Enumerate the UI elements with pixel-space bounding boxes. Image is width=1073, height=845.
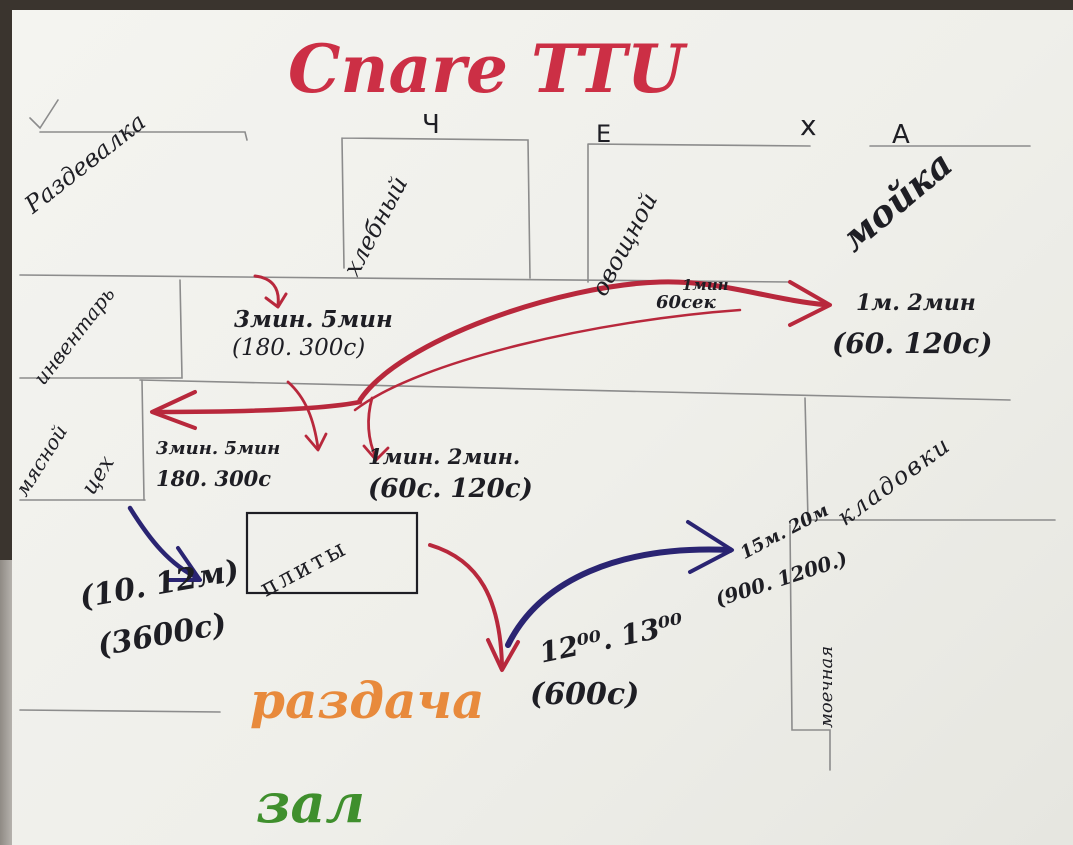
zone-label-a: A <box>892 120 910 150</box>
ovoshnoy-wall <box>587 143 811 283</box>
annotation-3-line1: 1м. 2мин <box>856 290 976 316</box>
arrow-to-tsekh <box>152 399 363 415</box>
arrow-razdacha-to-kladovki <box>505 546 733 648</box>
arrow-to-inventar <box>253 274 280 307</box>
arrow-second-to-moyka <box>353 308 742 412</box>
arrow-down-to-a5 <box>367 396 378 460</box>
annotation-8-line2: (600с) <box>530 677 640 712</box>
arrowhead-a5 <box>362 444 390 462</box>
moechnaya-box <box>789 524 831 771</box>
annotation-1-line1: 3мин. 5мин <box>234 306 393 333</box>
bottom-left-wall <box>19 709 221 713</box>
tsekh-left-wall <box>141 379 145 501</box>
zone-label-x: x <box>800 109 817 142</box>
top-wall-left <box>39 131 248 141</box>
arrowhead-a4 <box>304 432 328 452</box>
annotation-4-line1: 3мин. 5мин <box>156 438 281 459</box>
arrow-main-to-moyka <box>357 279 831 403</box>
annotation-3-line2: (60. 120с) <box>832 327 993 360</box>
annotation-2-line2: 60сек <box>656 292 716 313</box>
tsekh-top-wall <box>139 379 1011 401</box>
arrowhead-a6 <box>166 546 202 582</box>
inventar-wall <box>19 279 183 379</box>
room-zal: зал <box>256 771 365 835</box>
annotation-5-line1: 1мин. 2мин. <box>368 444 521 469</box>
kladovki-wall <box>804 397 1056 521</box>
arrow-tsekh-to-a6 <box>127 505 201 581</box>
room-razdacha: раздача <box>250 671 485 730</box>
zone-label-ch: Ч <box>422 110 440 140</box>
arrowhead-tsekh <box>150 390 197 430</box>
annotation-2-line1: 1мин <box>682 276 729 294</box>
arrowhead-razdacha <box>486 638 520 672</box>
annotation-1-line2: (180. 300с) <box>232 335 366 361</box>
arrow-down-to-a4 <box>286 380 320 450</box>
annotation-5-line2: (60с. 120с) <box>368 474 533 504</box>
arrowhead-moyka <box>788 280 832 327</box>
arrowhead-kladovki <box>686 520 734 574</box>
khlebny-box <box>341 137 531 279</box>
checkmark <box>29 99 59 130</box>
arrowhead-inventar <box>264 292 288 309</box>
arrow-plity-to-razdacha <box>428 543 504 667</box>
annotation-4-line2: 180. 300с <box>156 466 272 491</box>
zone-label-e: E <box>596 120 612 148</box>
title: Cnare TTU <box>288 30 685 108</box>
plity-box <box>245 511 419 595</box>
room-moechnaya: моечная <box>816 645 837 728</box>
